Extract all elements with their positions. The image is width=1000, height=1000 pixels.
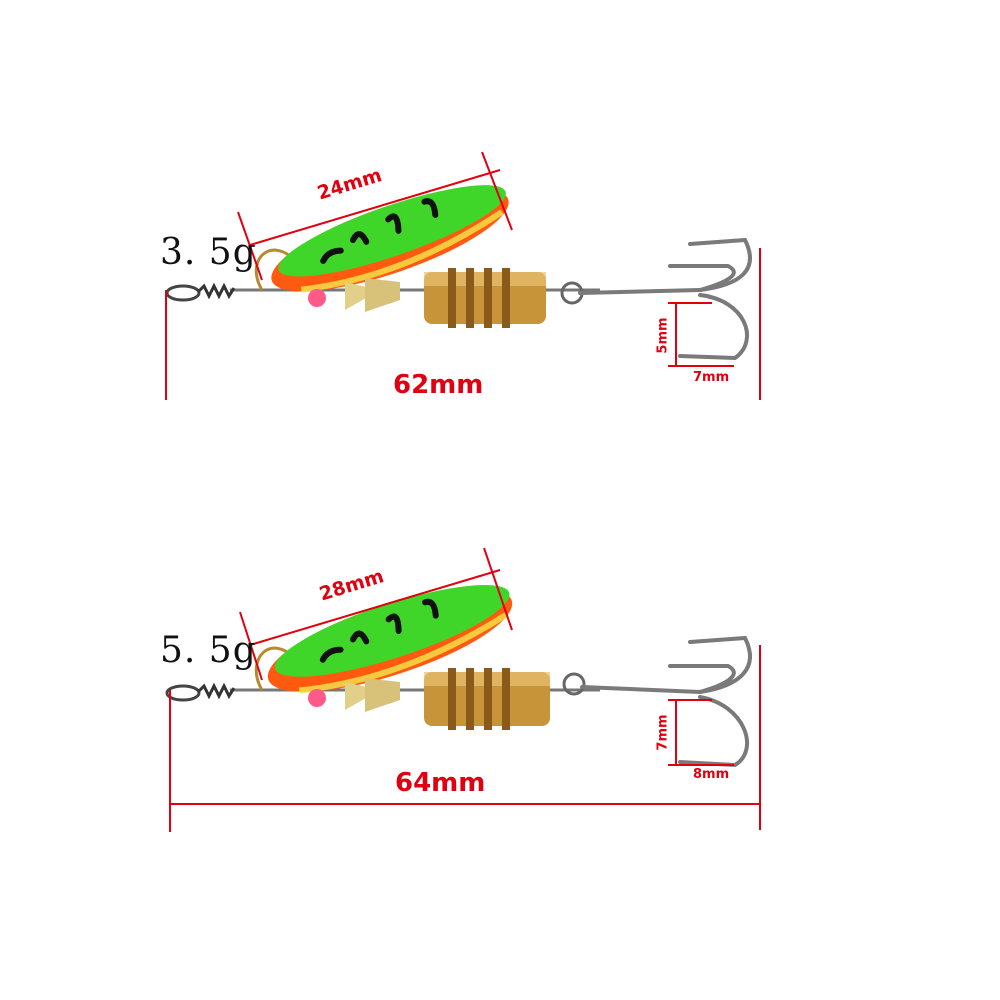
- wire-coil-icon: [196, 282, 236, 300]
- bead-icon: [308, 689, 326, 707]
- hook-gap-height-label: 5mm: [655, 317, 671, 354]
- total-length-label: 62mm: [393, 370, 484, 400]
- spinner-blade-icon: [267, 584, 513, 694]
- bead-icon: [308, 289, 326, 307]
- total-length-label: 64mm: [395, 768, 486, 798]
- treble-hook-icon: [578, 237, 752, 361]
- gold-body-icon: [424, 268, 546, 328]
- hook-gap-width-label: 7mm: [693, 370, 730, 385]
- snap-loop-icon: [165, 284, 201, 302]
- lure-panel-small: 3. 5g 24mm 62mm 5mm 7mm: [0, 0, 1000, 400]
- hook-gap-width-label: 8mm: [693, 767, 730, 782]
- spinner-blade-icon: [271, 185, 509, 293]
- lure-panel-large: 5. 5g 28mm 64mm 7mm 8mm: [0, 390, 1000, 832]
- weight-label: 5. 5g: [160, 630, 257, 671]
- lure-illustration: [165, 547, 761, 832]
- hook-gap-height-label: 7mm: [655, 714, 671, 751]
- gold-body-icon: [424, 668, 550, 730]
- wire-coil-icon: [196, 682, 236, 700]
- snap-loop-icon: [165, 684, 201, 702]
- weight-label: 3. 5g: [160, 232, 257, 273]
- lure-illustration: [165, 151, 761, 400]
- treble-hook-icon: [580, 635, 752, 768]
